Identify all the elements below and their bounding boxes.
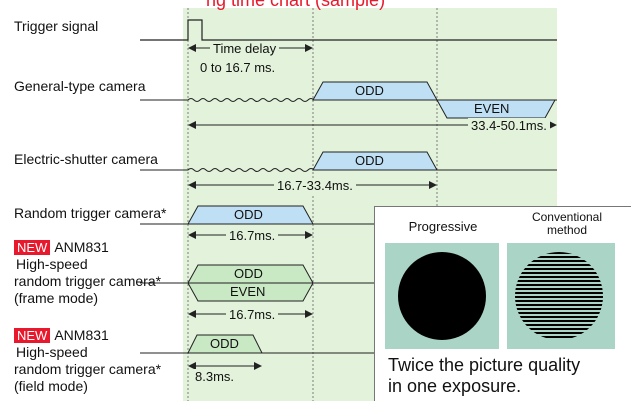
caption-line: Twice the picture quality: [388, 355, 581, 375]
inset-graphics: [385, 243, 615, 349]
stripe: [515, 260, 603, 262]
model-name: ANM831: [54, 239, 109, 255]
trigger-signal-label: Trigger signal: [14, 18, 99, 34]
electric-odd-pulse: [312, 151, 438, 171]
stripe: [515, 256, 603, 258]
label-line: random trigger camera*: [14, 361, 162, 377]
field-duration-label: 8.3ms.: [193, 369, 237, 385]
electric-wavy-section: [140, 168, 316, 172]
arrow-head-left: [188, 231, 196, 239]
guide-lines: [187, 8, 438, 401]
stripe: [515, 280, 603, 282]
stripe: [515, 292, 603, 294]
label-line: (field mode): [14, 378, 88, 394]
stripe: [515, 300, 603, 302]
frame-even-label: EVEN: [230, 284, 266, 299]
stripe: [515, 312, 603, 314]
random-odd-pulse: [187, 205, 314, 225]
arrow-head-right: [549, 121, 557, 129]
stripe: [515, 264, 603, 266]
arrow-head-left: [188, 181, 196, 189]
general-odd-pulse: [312, 81, 438, 101]
label-line: (frame mode): [14, 290, 99, 306]
inset-caption: Twice the picture quality in one exposur…: [388, 355, 628, 397]
arrow-head-right: [305, 231, 313, 239]
arrow-head-right: [305, 310, 313, 318]
progressive-disc: [398, 252, 486, 340]
stripe: [515, 296, 603, 298]
header-strip: [0, 0, 631, 8]
frame-even-pulse: [187, 282, 314, 302]
stripe: [515, 336, 603, 338]
stripe: [515, 284, 603, 286]
progressive-label: Progressive: [408, 219, 478, 234]
stripe: [515, 272, 603, 274]
conventional-line: method: [546, 223, 588, 237]
frame-odd-label: ODD: [234, 266, 263, 281]
time-delay-title: Time delay: [210, 41, 280, 57]
stripe: [515, 268, 603, 270]
stripe: [515, 304, 603, 306]
arrow-head-left: [188, 44, 196, 52]
field-odd-label: ODD: [210, 336, 239, 351]
stripe: [515, 252, 603, 254]
arrow-head-right: [429, 181, 437, 189]
arrow-head-left: [188, 310, 196, 318]
arrow-head-left: [188, 121, 196, 129]
chart-header-fragment: ng time chart (sample): [206, 0, 386, 10]
stripe: [515, 288, 603, 290]
conventional-line: Conventional: [531, 210, 603, 224]
stripe: [515, 316, 603, 318]
new-badge: NEW: [14, 240, 51, 255]
electric-camera-label: Electric-shutter camera: [14, 151, 158, 167]
stripe: [515, 324, 603, 326]
new-badge: NEW: [14, 328, 51, 343]
conventional-striped-disc: [515, 252, 603, 340]
general-odd-label: ODD: [355, 83, 384, 98]
stripes: [515, 252, 603, 338]
general-even-label: EVEN: [474, 101, 510, 116]
model-name: ANM831: [54, 327, 109, 343]
stripe: [515, 328, 603, 330]
random-camera-label: Random trigger camera*: [14, 205, 167, 221]
general-camera-label: General-type camera: [14, 78, 146, 94]
electric-odd-label: ODD: [355, 153, 384, 168]
field-odd-pulse: [187, 334, 263, 354]
general-wavy-section: [140, 98, 316, 102]
general-duration-label: 33.4-50.1ms.: [468, 118, 550, 134]
trigger-waveform: [140, 19, 557, 41]
stripe: [515, 332, 603, 334]
time-delay-range: 0 to 16.7 ms.: [200, 60, 276, 75]
arrow-head-right: [305, 44, 313, 52]
arrow-head-right: [254, 362, 262, 370]
stripe: [515, 308, 603, 310]
label-line: High-speed: [16, 256, 88, 272]
picture-quality-inset: Progressive Conventional method Twice th…: [374, 206, 631, 401]
frame-duration-label: 16.7ms.: [226, 307, 279, 323]
arrow-head-left: [188, 362, 196, 370]
stripe: [515, 276, 603, 278]
caption-line: in one exposure.: [388, 376, 522, 396]
conventional-label: Conventional method: [509, 211, 625, 237]
stripe: [515, 320, 603, 322]
random-odd-label: ODD: [234, 207, 263, 222]
label-line: High-speed: [16, 344, 88, 360]
electric-duration-label: 16.7-33.4ms.: [274, 178, 356, 194]
random-duration-label: 16.7ms.: [226, 228, 279, 244]
label-line: random trigger camera*: [14, 273, 162, 289]
